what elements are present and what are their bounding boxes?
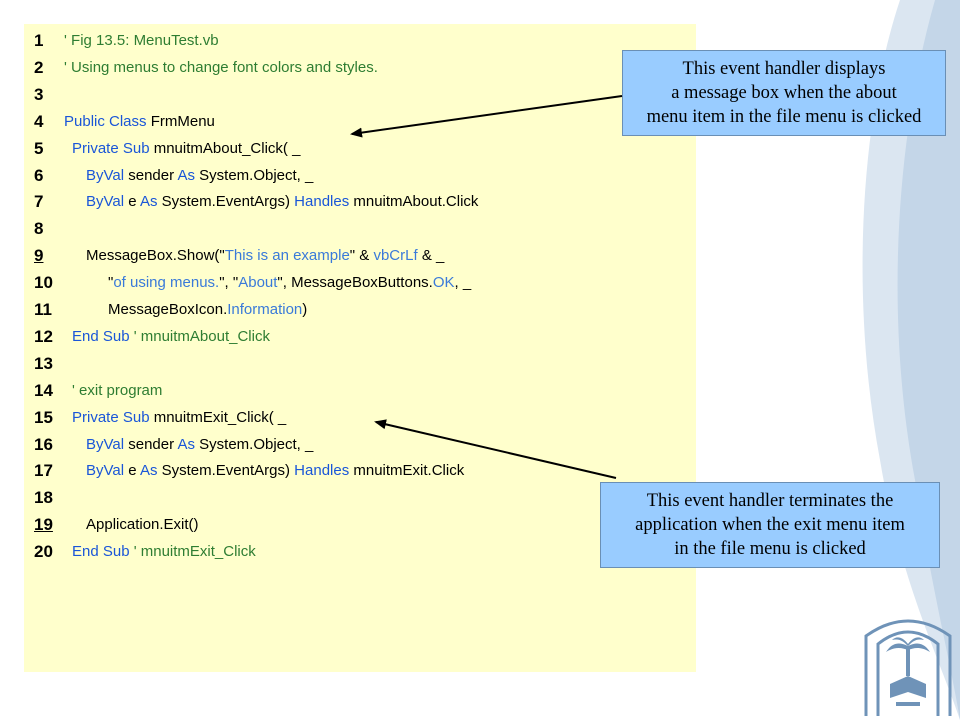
- code-token: As: [139, 193, 162, 211]
- code-token: ByVal: [86, 435, 129, 453]
- code-text: End Sub ' mnuitmAbout_Click: [72, 324, 270, 350]
- code-token: & _: [417, 247, 445, 265]
- line-number: 18: [34, 488, 53, 508]
- code-token: As: [177, 166, 200, 184]
- code-token: mnuitmExit_Click( _: [153, 408, 287, 426]
- code-token: mnuitmAbout_Click( _: [153, 139, 301, 157]
- code-text: ' Using menus to change font colors and …: [64, 55, 378, 81]
- code-token: End Sub: [72, 543, 134, 561]
- line-number: 10: [34, 273, 53, 293]
- code-token: , _: [454, 274, 472, 292]
- callout-about-line-1: This event handler displays: [682, 59, 886, 79]
- university-seal-icon: [864, 619, 952, 716]
- code-token: ' exit program: [72, 381, 163, 399]
- code-token: sender: [128, 435, 178, 453]
- code-text: Public Class FrmMenu: [64, 109, 215, 135]
- callout-about-line-3: menu item in the file menu is clicked: [646, 107, 922, 127]
- line-number: 7: [34, 192, 44, 212]
- code-token: Public Class: [64, 112, 151, 130]
- line-number: 13: [34, 353, 53, 373]
- code-text: Private Sub mnuitmAbout_Click( _: [72, 136, 300, 162]
- code-token: Private Sub: [72, 139, 154, 157]
- code-text: ByVal sender As System.Object, _: [86, 432, 313, 458]
- code-listing: 1 ' Fig 13.5: MenuTest.vb 2 ' Using menus t…: [24, 24, 696, 672]
- code-token: sender: [128, 166, 178, 184]
- code-token: ' mnuitmAbout_Click: [133, 327, 270, 345]
- callout-exit-line-3: in the file menu is clicked: [674, 539, 866, 559]
- line-number: 19: [34, 515, 53, 535]
- code-text: ByVal sender As System.Object, _: [86, 163, 313, 189]
- code-token: System.EventArgs): [161, 462, 295, 480]
- code-token: ): [302, 301, 308, 318]
- code-text: ByVal e As System.EventArgs) Handles mnu…: [86, 189, 478, 215]
- code-token: About: [238, 274, 278, 292]
- code-token: ' mnuitmExit_Click: [133, 543, 256, 561]
- code-text: "of using menus.", "About", MessageBoxBu…: [108, 270, 471, 296]
- code-token: e: [128, 193, 140, 211]
- line-number: 20: [34, 542, 53, 562]
- code-text: ' exit program: [72, 378, 162, 404]
- code-text: End Sub ' mnuitmExit_Click: [72, 539, 256, 565]
- code-token: ByVal: [86, 462, 129, 480]
- line-number: 8: [34, 219, 44, 239]
- code-token: Application.Exit(): [86, 516, 199, 534]
- code-token: mnuitmAbout.Click: [353, 193, 479, 211]
- code-token: System.EventArgs): [161, 193, 295, 211]
- code-token: e: [128, 462, 140, 480]
- line-number: 1: [34, 31, 44, 50]
- callout-exit-line-2: application when the exit menu item: [635, 515, 905, 535]
- line-number: 12: [34, 326, 53, 346]
- code-text: Private Sub mnuitmExit_Click( _: [72, 405, 286, 431]
- line-number: 6: [34, 165, 44, 185]
- code-token: ' Fig 13.5: MenuTest.vb: [64, 32, 219, 49]
- code-token: Information: [227, 301, 303, 318]
- code-token: vbCrLf: [373, 247, 418, 265]
- code-token: MessageBox.Show(": [86, 247, 225, 265]
- callout-exit-handler: This event handler terminates the applic…: [600, 482, 940, 568]
- code-token: ": [108, 274, 114, 292]
- code-text: ByVal e As System.EventArgs) Handles mnu…: [86, 458, 464, 484]
- code-text: Application.Exit(): [86, 512, 199, 538]
- code-token: Handles: [294, 193, 354, 211]
- code-token: End Sub: [72, 327, 134, 345]
- callout-exit-line-1: This event handler terminates the: [646, 491, 894, 511]
- code-token: As: [177, 435, 200, 453]
- line-number: 16: [34, 434, 53, 454]
- code-token: of using menus.: [113, 274, 220, 292]
- line-number: 15: [34, 407, 53, 427]
- code-token: System.Object, _: [199, 435, 314, 453]
- code-token: " &: [349, 247, 374, 265]
- code-token: ", MessageBoxButtons.: [277, 274, 433, 292]
- line-number: 4: [34, 111, 44, 131]
- code-text: ' Fig 13.5: MenuTest.vb: [64, 28, 219, 54]
- code-token: ", ": [219, 274, 239, 292]
- code-token: Handles: [294, 462, 354, 480]
- code-token: System.Object, _: [199, 166, 314, 184]
- callout-about-handler: This event handler displays a message bo…: [622, 50, 946, 136]
- code-text: MessageBox.Show("This is an example" & v…: [86, 243, 444, 269]
- code-token: Private Sub: [72, 408, 154, 426]
- code-token: As: [139, 462, 162, 480]
- line-number: 5: [34, 138, 44, 158]
- line-number: 17: [34, 461, 53, 481]
- line-number: 2: [34, 57, 44, 77]
- code-token: This is an example: [224, 247, 350, 265]
- line-number: 11: [34, 300, 52, 319]
- code-token: ByVal: [86, 193, 129, 211]
- code-token: mnuitmExit.Click: [353, 462, 465, 480]
- callout-about-line-2: a message box when the about: [671, 83, 897, 103]
- code-token: ByVal: [86, 166, 129, 184]
- line-number: 3: [34, 84, 44, 104]
- code-token: FrmMenu: [150, 112, 215, 130]
- code-token: OK: [432, 274, 455, 292]
- code-token: ' Using menus to change font colors and …: [64, 58, 378, 76]
- code-text: MessageBoxIcon.Information): [108, 297, 307, 323]
- code-token: MessageBoxIcon.: [108, 301, 228, 318]
- line-number: 14: [34, 380, 53, 400]
- line-number: 9: [34, 246, 44, 266]
